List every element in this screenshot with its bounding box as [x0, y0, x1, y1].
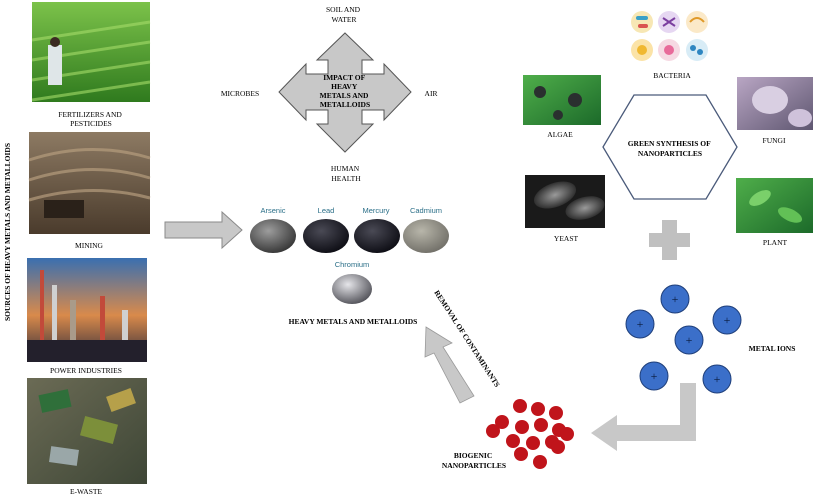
sources-side-title: SOURCES OF HEAVY METALS AND METALLOIDS [3, 143, 12, 321]
plant-label: PLANT [763, 238, 788, 247]
metal-card-cadmium-label: Cadmium [410, 206, 442, 215]
metal-ion-charge: + [672, 292, 679, 306]
impact-bottom-label: HUMAN HEALTH [331, 164, 361, 183]
mining-label: MINING [75, 241, 103, 250]
metal-card-lead-label: Lead [318, 206, 335, 215]
source-fertilizers: FERTILIZERS AND PESTICIDES [31, 2, 151, 128]
nanoparticle [534, 418, 548, 432]
algae-label: ALGAE [547, 130, 573, 139]
mining-photo [28, 132, 151, 234]
nanoparticle [526, 436, 540, 450]
metal-ion-charge: + [637, 317, 644, 331]
impact-center-label: IMPACT OF HEAVY METALS AND METALLOIDS [320, 73, 371, 109]
yeast-photo [525, 175, 605, 228]
bacteria-illustration [631, 11, 708, 61]
impact-left-label: MICROBES [221, 89, 259, 98]
metal-card-chromium-label: Chromium [335, 260, 370, 269]
metal-ion [639, 361, 669, 391]
metal-ion [712, 305, 742, 335]
metal-card-cadmium: Cadmium [401, 204, 451, 254]
green-synthesis-hexagon [602, 94, 738, 200]
impact-four-way-arrow [278, 32, 412, 153]
metal-ion [625, 309, 655, 339]
nanoparticle [551, 440, 565, 454]
metal-card-lead: Lead [301, 204, 351, 254]
bacteria-label: BACTERIA [653, 71, 691, 80]
nanoparticle [506, 434, 520, 448]
yeast-label: YEAST [554, 234, 579, 243]
source-e-waste: E-WASTE [27, 378, 147, 496]
fertilizers-photo [31, 2, 151, 102]
nanoparticle [495, 415, 509, 429]
impact-right-label: AIR [425, 89, 438, 98]
metal-ion [660, 284, 690, 314]
arrow-ions-to-nanoparticles [591, 383, 696, 451]
nanoparticle [549, 406, 563, 420]
metal-card-arsenic-label: Arsenic [260, 206, 285, 215]
metal-ion-charge: + [724, 313, 731, 327]
nanoparticles-label: BIOGENIC NANOPARTICLES [442, 451, 506, 470]
impact-top-label: SOIL AND WATER [326, 5, 362, 24]
arrow-removal-of-contaminants [424, 326, 475, 404]
metal-ion-charge: + [714, 372, 721, 386]
metal-card-chromium: Chromium [329, 259, 375, 305]
nanoparticle [514, 447, 528, 461]
metal-card-mercury: Mercury [353, 204, 403, 254]
metal-ion-charge: + [651, 369, 658, 383]
metal-ions-label: METAL IONS [749, 344, 796, 353]
nanoparticle [515, 420, 529, 434]
nanoparticle [533, 455, 547, 469]
nanoparticle [486, 424, 500, 438]
e-waste-label: E-WASTE [70, 487, 102, 496]
heavy-metals-caption: HEAVY METALS AND METALLOIDS [289, 317, 418, 326]
arrow-sources-to-metals [164, 210, 243, 250]
algae-photo [523, 75, 601, 125]
metal-ion-charge: + [686, 333, 693, 347]
nanoparticle [560, 427, 574, 441]
fungi-photo [737, 77, 813, 130]
metal-card-mercury-label: Mercury [362, 206, 389, 215]
metal-ions-cluster: + + + + + + [625, 284, 742, 394]
nanoparticle [531, 402, 545, 416]
fertilizers-label: FERTILIZERS AND PESTICIDES [58, 110, 123, 128]
e-waste-photo [27, 378, 147, 484]
fungi-label: FUNGI [763, 136, 786, 145]
nanoparticles-cluster [486, 399, 574, 469]
plus-sign [649, 220, 690, 260]
power-industries-label: POWER INDUSTRIES [50, 366, 122, 375]
metal-ion [674, 325, 704, 355]
nanoparticle [513, 399, 527, 413]
green-synthesis-label: GREEN SYNTHESIS OF NANOPARTICLES [628, 139, 713, 158]
source-power-industries: POWER INDUSTRIES [27, 258, 147, 375]
power-industries-photo [27, 258, 147, 362]
metal-card-arsenic: Arsenic [248, 204, 298, 254]
metal-ion [702, 364, 732, 394]
source-mining: MINING [28, 132, 151, 250]
plant-photo [736, 178, 813, 233]
